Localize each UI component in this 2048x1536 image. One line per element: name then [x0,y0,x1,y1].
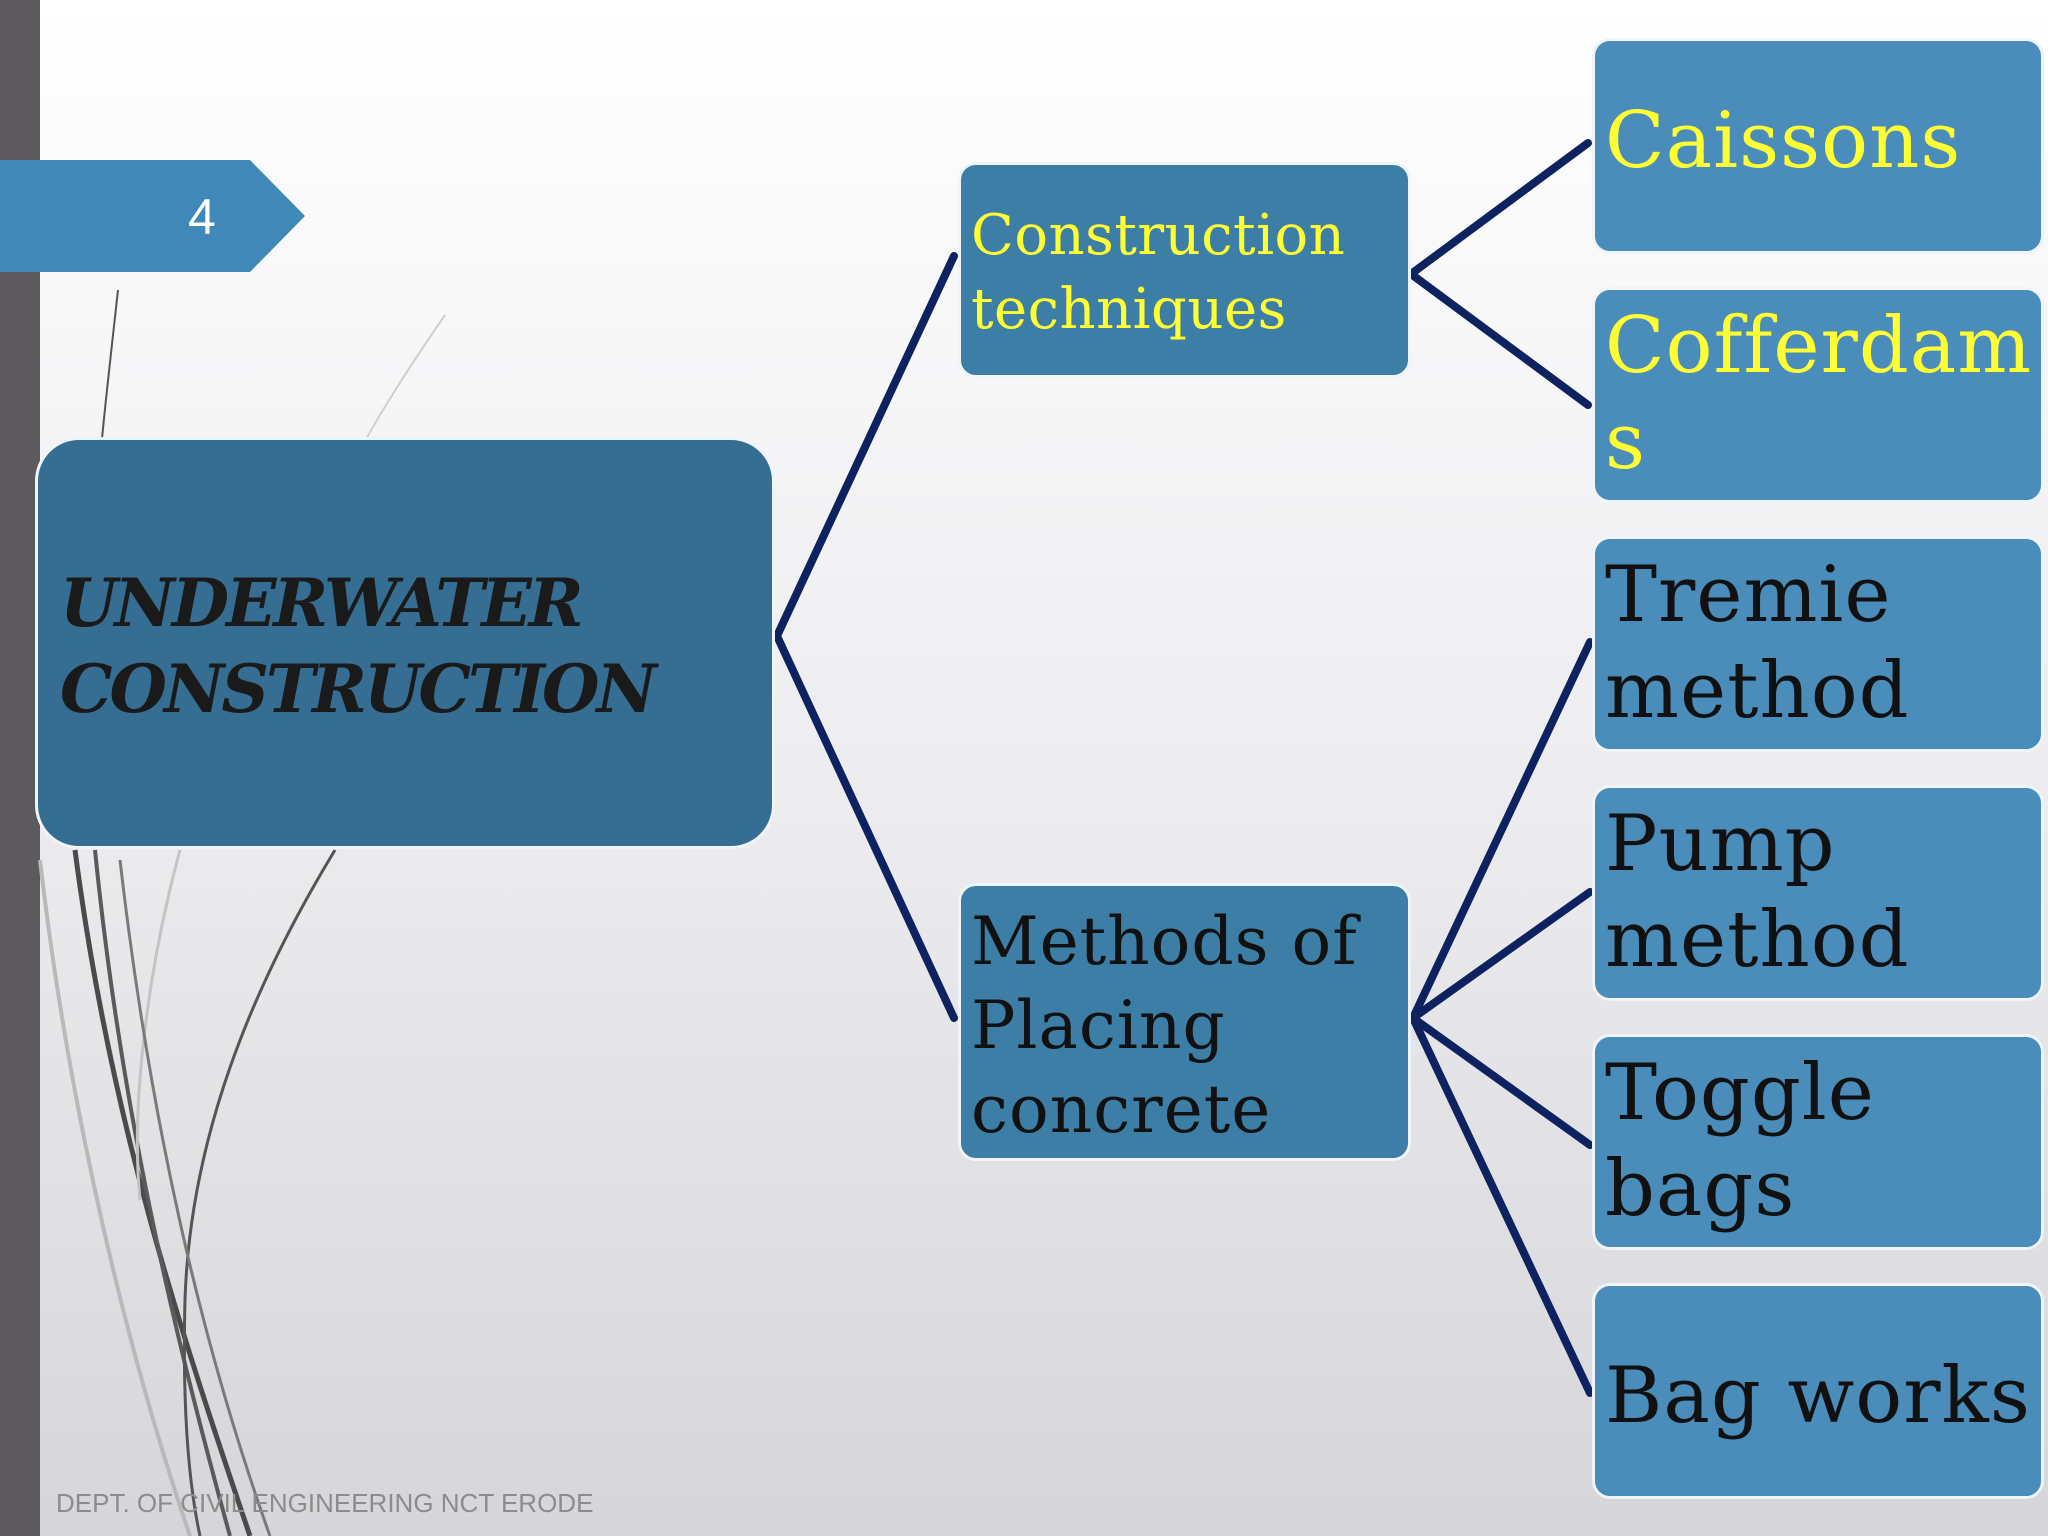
connector-to-bag-works [1409,1014,1594,1397]
leaf-tremie-label: Tremie method [1605,550,1910,736]
slide-footer: DEPT. OF CIVIL ENGINEERING NCT ERODE [56,1488,594,1518]
connector-root-to-construction [773,252,958,640]
leaf-caissons: Caissons [1592,38,2044,254]
connector-to-tremie [1409,638,1594,1022]
connector-root-to-methods [773,632,958,1022]
node-methods-of-placing-concrete: Methods of Placing concrete [958,883,1411,1161]
slide-number-tab [0,160,305,272]
leaf-tremie-method: Tremie method [1592,536,2044,752]
leaf-cofferdams-label: Cofferdam s [1605,301,2033,487]
leaf-toggle-bags: Toggle bags [1592,1034,2044,1250]
leaf-bag-works: Bag works [1592,1283,2044,1499]
leaf-caissons-label: Caissons [1605,96,1962,186]
leaf-cofferdams: Cofferdam s [1592,287,2044,503]
leaf-toggle-label: Toggle bags [1605,1048,1875,1234]
leaf-pump-method: Pump method [1592,785,2044,1001]
node-construction-techniques: Construction techniques [958,162,1411,378]
connector-to-pump [1409,888,1594,1022]
node-methods-label: Methods of Placing concrete [971,903,1358,1148]
connector-to-caissons [1407,139,1592,278]
leaf-pump-label: Pump method [1605,799,1910,985]
node-construction-techniques-label: Construction techniques [971,203,1346,342]
leaf-bag-works-label: Bag works [1605,1351,2031,1441]
connector-to-cofferdams [1407,270,1592,409]
connector-to-toggle [1409,1014,1594,1149]
root-node-label: UNDERWATER CONSTRUCTION [60,564,657,728]
slide-number: 4 [188,189,216,245]
root-node-underwater-construction: UNDERWATER CONSTRUCTION [35,437,775,849]
